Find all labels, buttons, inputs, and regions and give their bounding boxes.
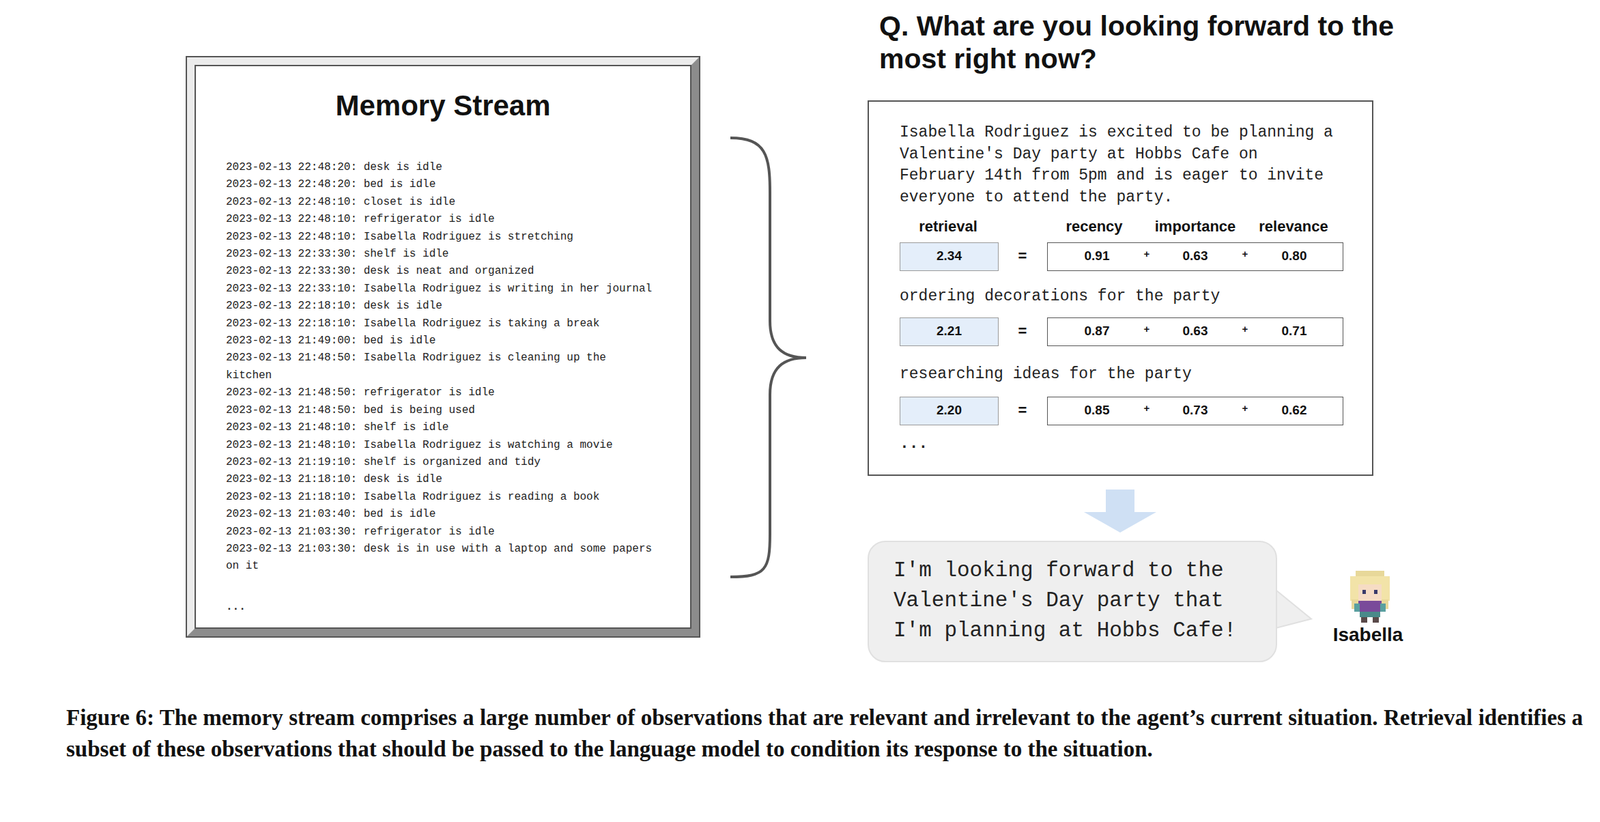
isabella-sprite <box>1350 570 1390 623</box>
log-entry: 2023-02-13 21:03:30: refrigerator is idl… <box>225 523 658 541</box>
question-title: Q. What are you looking forward to the m… <box>879 9 1412 76</box>
score-component: 0.63 <box>1182 248 1209 264</box>
log-list: 2023-02-13 22:48:20: desk is idle2023-02… <box>225 159 658 616</box>
log-entry: 2023-02-13 22:18:10: Isabella Rodriguez … <box>225 315 658 333</box>
column-header: importance <box>1154 217 1237 236</box>
character-name: Isabella <box>1333 623 1404 646</box>
score-component: 0.62 <box>1281 402 1308 418</box>
plus-sign: + <box>1242 247 1249 260</box>
speech-text: I'm looking forward to the Valentine's D… <box>893 555 1249 646</box>
memory-description: researching ideas for the party <box>899 363 1192 385</box>
retrieval-score-box: 2.20 <box>899 396 999 426</box>
bubble-tail <box>1274 589 1312 629</box>
ellipsis: ... <box>899 433 928 455</box>
log-entry: 2023-02-13 21:48:50: refrigerator is idl… <box>225 384 658 402</box>
score-value: 2.21 <box>900 323 998 339</box>
equals-sign: = <box>1018 247 1028 265</box>
plus-sign: + <box>1242 402 1249 414</box>
log-entry: 2023-02-13 21:48:10: shelf is idle <box>225 419 658 437</box>
log-entry: 2023-02-13 21:18:10: Isabella Rodriguez … <box>225 488 658 506</box>
score-component: 0.80 <box>1281 248 1308 264</box>
log-entry: 2023-02-13 21:48:50: Isabella Rodriguez … <box>225 349 658 385</box>
figure-caption: Figure 6: The memory stream comprises a … <box>66 701 1583 765</box>
log-entry: 2023-02-13 22:48:10: refrigerator is idl… <box>225 210 658 228</box>
log-entry: 2023-02-13 21:48:50: bed is being used <box>225 402 658 420</box>
log-entry: 2023-02-13 22:48:20: bed is idle <box>225 176 658 194</box>
plus-sign: + <box>1242 322 1249 335</box>
block-arrow <box>1083 489 1157 533</box>
memory-description: ordering decorations for the party <box>899 286 1220 308</box>
memory-description: Isabella Rodriguez is excited to be plan… <box>899 122 1342 209</box>
score-sum-box: 0.85 +0.73 +0.62 <box>1047 396 1344 426</box>
box-heading: Memory Stream <box>194 89 692 123</box>
equals-sign: = <box>1018 401 1028 420</box>
log-entry: 2023-02-13 21:03:40: bed is idle <box>225 505 658 523</box>
column-header: retrieval <box>918 217 978 236</box>
log-entry: 2023-02-13 21:49:00: bed is idle <box>225 332 658 350</box>
log-entry: 2023-02-13 22:33:10: Isabella Rodriguez … <box>225 280 658 298</box>
log-entry: 2023-02-13 22:48:10: closet is idle <box>225 193 658 211</box>
score-component: 0.87 <box>1084 323 1110 339</box>
plus-sign: + <box>1144 322 1151 335</box>
log-entry: 2023-02-13 21:03:30: desk is in use with… <box>225 540 658 576</box>
ellipsis: ... <box>225 598 658 616</box>
score-value: 2.20 <box>900 402 998 418</box>
score-component: 0.71 <box>1281 323 1308 339</box>
score-component: 0.63 <box>1182 323 1209 339</box>
score-component: 0.91 <box>1084 248 1110 264</box>
log-entry: 2023-02-13 21:48:10: Isabella Rodriguez … <box>225 436 658 454</box>
retrieval-panel: Isabella Rodriguez is excited to be plan… <box>867 100 1374 476</box>
log-entry: 2023-02-13 22:48:20: desk is idle <box>225 159 658 177</box>
log-entry: 2023-02-13 22:33:30: shelf is idle <box>225 245 658 263</box>
log-entry: 2023-02-13 22:48:10: Isabella Rodriguez … <box>225 228 658 246</box>
log-entry: 2023-02-13 22:18:10: desk is idle <box>225 297 658 315</box>
log-entry: 2023-02-13 22:33:30: desk is neat and or… <box>225 262 658 280</box>
plus-sign: + <box>1144 247 1151 260</box>
column-header: recency <box>1065 217 1123 236</box>
log-entry: 2023-02-13 21:18:10: desk is idle <box>225 470 658 489</box>
curly-brace <box>730 137 807 577</box>
retrieval-score-box: 2.34 <box>899 242 999 271</box>
equals-sign: = <box>1018 322 1028 340</box>
memory-stream-box: Memory Stream 2023-02-13 22:48:20: desk i… <box>187 57 699 637</box>
score-component: 0.73 <box>1182 402 1209 418</box>
log-entry: 2023-02-13 21:19:10: shelf is organized … <box>225 453 658 471</box>
retrieval-score-box: 2.21 <box>899 317 999 347</box>
score-value: 2.34 <box>900 248 998 264</box>
score-sum-box: 0.91 +0.63 +0.80 <box>1047 242 1344 271</box>
score-component: 0.85 <box>1084 402 1110 418</box>
score-sum-box: 0.87 +0.63 +0.71 <box>1047 317 1344 347</box>
speech-bubble: I'm looking forward to the Valentine's D… <box>867 540 1278 663</box>
column-header: relevance <box>1258 217 1329 236</box>
plus-sign: + <box>1144 402 1151 414</box>
